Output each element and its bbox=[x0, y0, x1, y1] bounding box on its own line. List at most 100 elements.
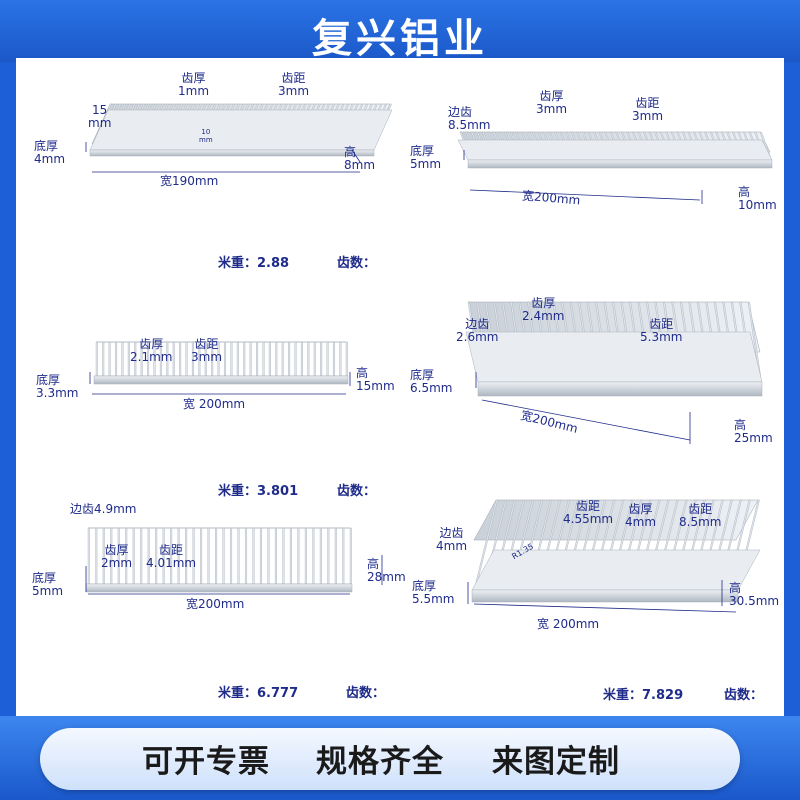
fin bbox=[108, 341, 111, 377]
fin bbox=[172, 341, 175, 377]
weight-label: 米重：6.777 bbox=[218, 686, 299, 701]
fin bbox=[222, 527, 225, 585]
fin bbox=[327, 527, 330, 585]
fin bbox=[307, 341, 310, 377]
fin bbox=[334, 527, 337, 585]
fin bbox=[207, 527, 210, 585]
fin bbox=[267, 527, 270, 585]
fin bbox=[342, 527, 345, 585]
fin bbox=[102, 341, 105, 377]
fin bbox=[185, 341, 188, 377]
fin bbox=[179, 341, 182, 377]
fin bbox=[132, 527, 135, 585]
width-label: 宽 200mm bbox=[183, 397, 246, 411]
fin bbox=[313, 341, 316, 377]
teeth-label: 齿数： bbox=[337, 256, 377, 271]
fin bbox=[140, 527, 143, 585]
fin bbox=[236, 341, 239, 377]
fin bbox=[215, 527, 218, 585]
dimension-line bbox=[469, 189, 701, 201]
fin bbox=[200, 527, 203, 585]
fin bbox=[268, 341, 271, 377]
fin bbox=[297, 527, 300, 585]
fin bbox=[312, 527, 315, 585]
weight-label: 米重：7.829 bbox=[603, 688, 684, 703]
tagline-specs: 规格齐全 bbox=[316, 744, 444, 780]
fin bbox=[95, 527, 98, 585]
fin bbox=[274, 527, 277, 585]
base-front bbox=[477, 381, 763, 397]
fin bbox=[249, 341, 252, 377]
fin bbox=[326, 341, 329, 377]
heatsink-5 bbox=[85, 527, 353, 593]
heatsink-2 bbox=[457, 131, 773, 169]
fin bbox=[237, 527, 240, 585]
fin bbox=[259, 527, 262, 585]
fin bbox=[288, 341, 291, 377]
base-front bbox=[467, 159, 773, 169]
fin bbox=[304, 527, 307, 585]
base-front bbox=[471, 589, 739, 603]
heatsink-3 bbox=[93, 341, 349, 385]
edge-label: 边齿4.9mm bbox=[70, 502, 137, 516]
teeth-label: 齿数： bbox=[724, 688, 764, 703]
fin bbox=[294, 341, 297, 377]
width-label: 宽 200mm bbox=[537, 617, 600, 631]
dimension-line bbox=[473, 603, 737, 613]
fin bbox=[345, 341, 348, 377]
fin bbox=[121, 341, 124, 377]
fin bbox=[289, 527, 292, 585]
header-banner: 复兴铝业 bbox=[0, 0, 800, 62]
fin bbox=[95, 341, 98, 377]
fin bbox=[300, 341, 303, 377]
base-front bbox=[93, 375, 349, 385]
heatsink-1 bbox=[89, 103, 393, 157]
fin bbox=[224, 341, 227, 377]
fin bbox=[349, 527, 352, 585]
fin bbox=[115, 341, 118, 377]
heatsink-4 bbox=[465, 301, 763, 397]
heatsink-6 bbox=[471, 499, 761, 603]
fin bbox=[332, 341, 335, 377]
dimension-line bbox=[351, 149, 361, 163]
fin bbox=[262, 341, 265, 377]
brand-title: 复兴铝业 bbox=[312, 16, 488, 62]
fin bbox=[319, 527, 322, 585]
width-label: 宽190mm bbox=[160, 174, 219, 188]
tagline-custom: 来图定制 bbox=[492, 744, 620, 780]
fin bbox=[230, 527, 233, 585]
dimension-line bbox=[481, 399, 691, 441]
fin bbox=[275, 341, 278, 377]
fin bbox=[339, 341, 342, 377]
tagline-pill: 可开专票 规格齐全 来图定制 bbox=[40, 728, 740, 790]
fin bbox=[252, 527, 255, 585]
fin bbox=[281, 341, 284, 377]
fin bbox=[256, 341, 259, 377]
teeth-label: 齿数： bbox=[337, 480, 376, 499]
base-front bbox=[85, 583, 353, 593]
weight-label: 米重：2.88 bbox=[218, 256, 290, 271]
weight-label: 米重：3.801 bbox=[218, 480, 298, 499]
